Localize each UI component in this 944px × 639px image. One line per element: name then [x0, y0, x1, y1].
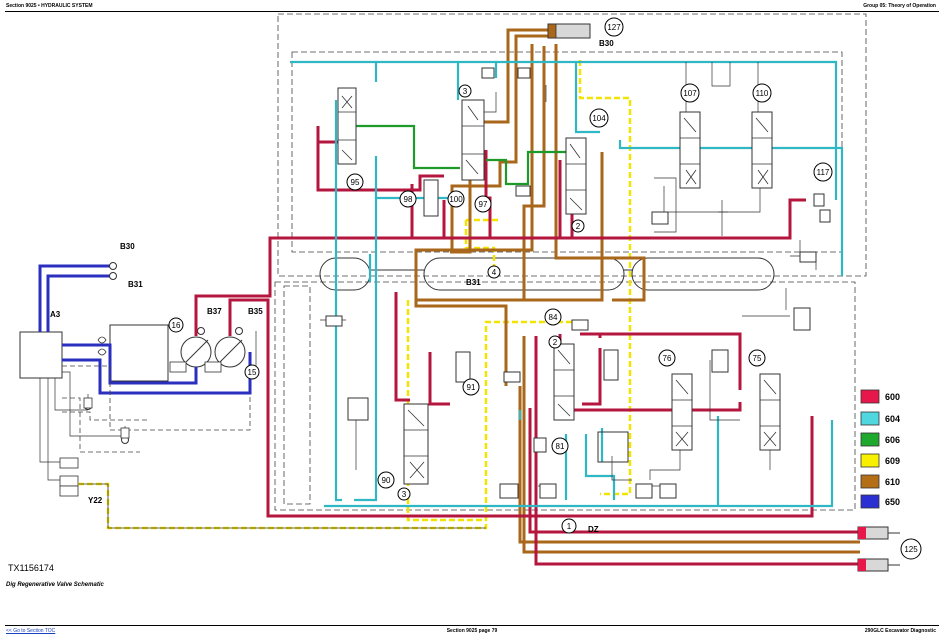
fan-icon [97, 336, 107, 356]
figure-id: TX1156174 [8, 563, 54, 573]
callout-16: 16 [172, 321, 181, 330]
legend-label-604: 604 [885, 414, 900, 424]
label-b30-left: B30 [120, 242, 135, 251]
callout-2-mid: 2 [553, 338, 558, 347]
label-b30-top: B30 [599, 39, 614, 48]
relief-91 [455, 351, 471, 383]
page-number: Section 9025 page 79 [446, 628, 498, 634]
legend-label-650: 650 [885, 497, 900, 507]
label-y22: Y22 [88, 496, 103, 505]
callout-127: 127 [607, 23, 621, 32]
callout-98: 98 [404, 195, 413, 204]
relief-98 [423, 179, 439, 217]
valve-97-spool [461, 99, 485, 181]
valve-90-spool [403, 403, 429, 485]
spool-housings [319, 257, 775, 291]
callout-95: 95 [351, 178, 360, 187]
solenoid-boxes [59, 397, 130, 497]
callout-104: 104 [592, 114, 606, 123]
legend-swatch-600 [860, 389, 880, 404]
dashed-signal-lines [62, 365, 251, 453]
figure-caption: Dig Regenerative Valve Schematic [6, 582, 104, 588]
valve-95-spool [337, 87, 357, 165]
callout-numbers: 127 3 95 104 107 110 117 98 100 97 2 4 1… [172, 23, 919, 554]
pump-assembly [19, 324, 246, 382]
callout-90: 90 [382, 476, 391, 485]
callout-97: 97 [479, 200, 488, 209]
legend-swatch-609 [860, 453, 880, 468]
callout-117: 117 [817, 168, 830, 177]
callout-76: 76 [663, 354, 672, 363]
callout-75: 75 [753, 354, 762, 363]
pilot-lines-yellow-outline [78, 483, 486, 529]
legend-swatch-606 [860, 432, 880, 447]
label-b31-mid: B31 [466, 278, 481, 287]
label-b31-left: B31 [128, 280, 143, 289]
callout-2-top: 2 [576, 222, 581, 231]
legend-label-610: 610 [885, 477, 900, 487]
return-lines-cyan [290, 60, 844, 508]
legend-label-606: 606 [885, 435, 900, 445]
cylinder-125 [857, 526, 900, 572]
legend-swatch-604 [860, 411, 880, 426]
valve-81-spool [553, 343, 575, 421]
callout-84: 84 [549, 313, 558, 322]
header-rule [5, 11, 939, 12]
valve-110-spool [751, 111, 773, 189]
component-labels: B30 B31 A3 B37 B35 Y22 B30 B31 DZ [50, 39, 614, 534]
engine-block [109, 324, 169, 382]
footer-rule [5, 625, 939, 626]
pressure-lines-red [194, 126, 860, 566]
header-section-title: Section 9025 • HYDRAULIC SYSTEM [6, 3, 93, 9]
section-toc-link[interactable]: << Go to Section TOC [6, 628, 56, 634]
callout-15: 15 [248, 368, 257, 377]
manual-title: 290GLC Excavator Diagnostic [864, 628, 936, 634]
callout-107: 107 [683, 89, 697, 98]
label-a3: A3 [50, 310, 61, 319]
legend-swatch-650 [860, 494, 880, 509]
valve-104-spool [565, 137, 587, 215]
valve-107-spool [679, 111, 701, 189]
callout-3-bot: 3 [402, 490, 407, 499]
pilot-lines-green [356, 124, 568, 186]
callout-81: 81 [556, 442, 565, 451]
controller-box [19, 331, 63, 379]
legend-label-609: 609 [885, 456, 900, 466]
callout-91: 91 [467, 383, 476, 392]
callout-circles [168, 17, 922, 560]
cylinder-127 [547, 23, 591, 39]
spool-section-lines [338, 95, 780, 479]
callout-3-top: 3 [463, 87, 468, 96]
label-dz: DZ [588, 525, 599, 534]
legend-label-600: 600 [885, 392, 900, 402]
callout-100: 100 [449, 195, 463, 204]
trapped-oil-lines [414, 28, 860, 554]
label-b35: B35 [248, 307, 263, 316]
callout-110: 110 [756, 89, 769, 98]
line-color-legend: 600 604 606 609 610 650 [860, 389, 900, 509]
legend-swatch-610 [860, 474, 880, 489]
callout-4: 4 [492, 268, 497, 277]
label-b37: B37 [207, 307, 222, 316]
callout-1: 1 [567, 522, 572, 531]
callout-125: 125 [904, 545, 918, 554]
electrical-lines [38, 264, 252, 395]
header-group-title: Group 05: Theory of Operation [863, 3, 936, 9]
